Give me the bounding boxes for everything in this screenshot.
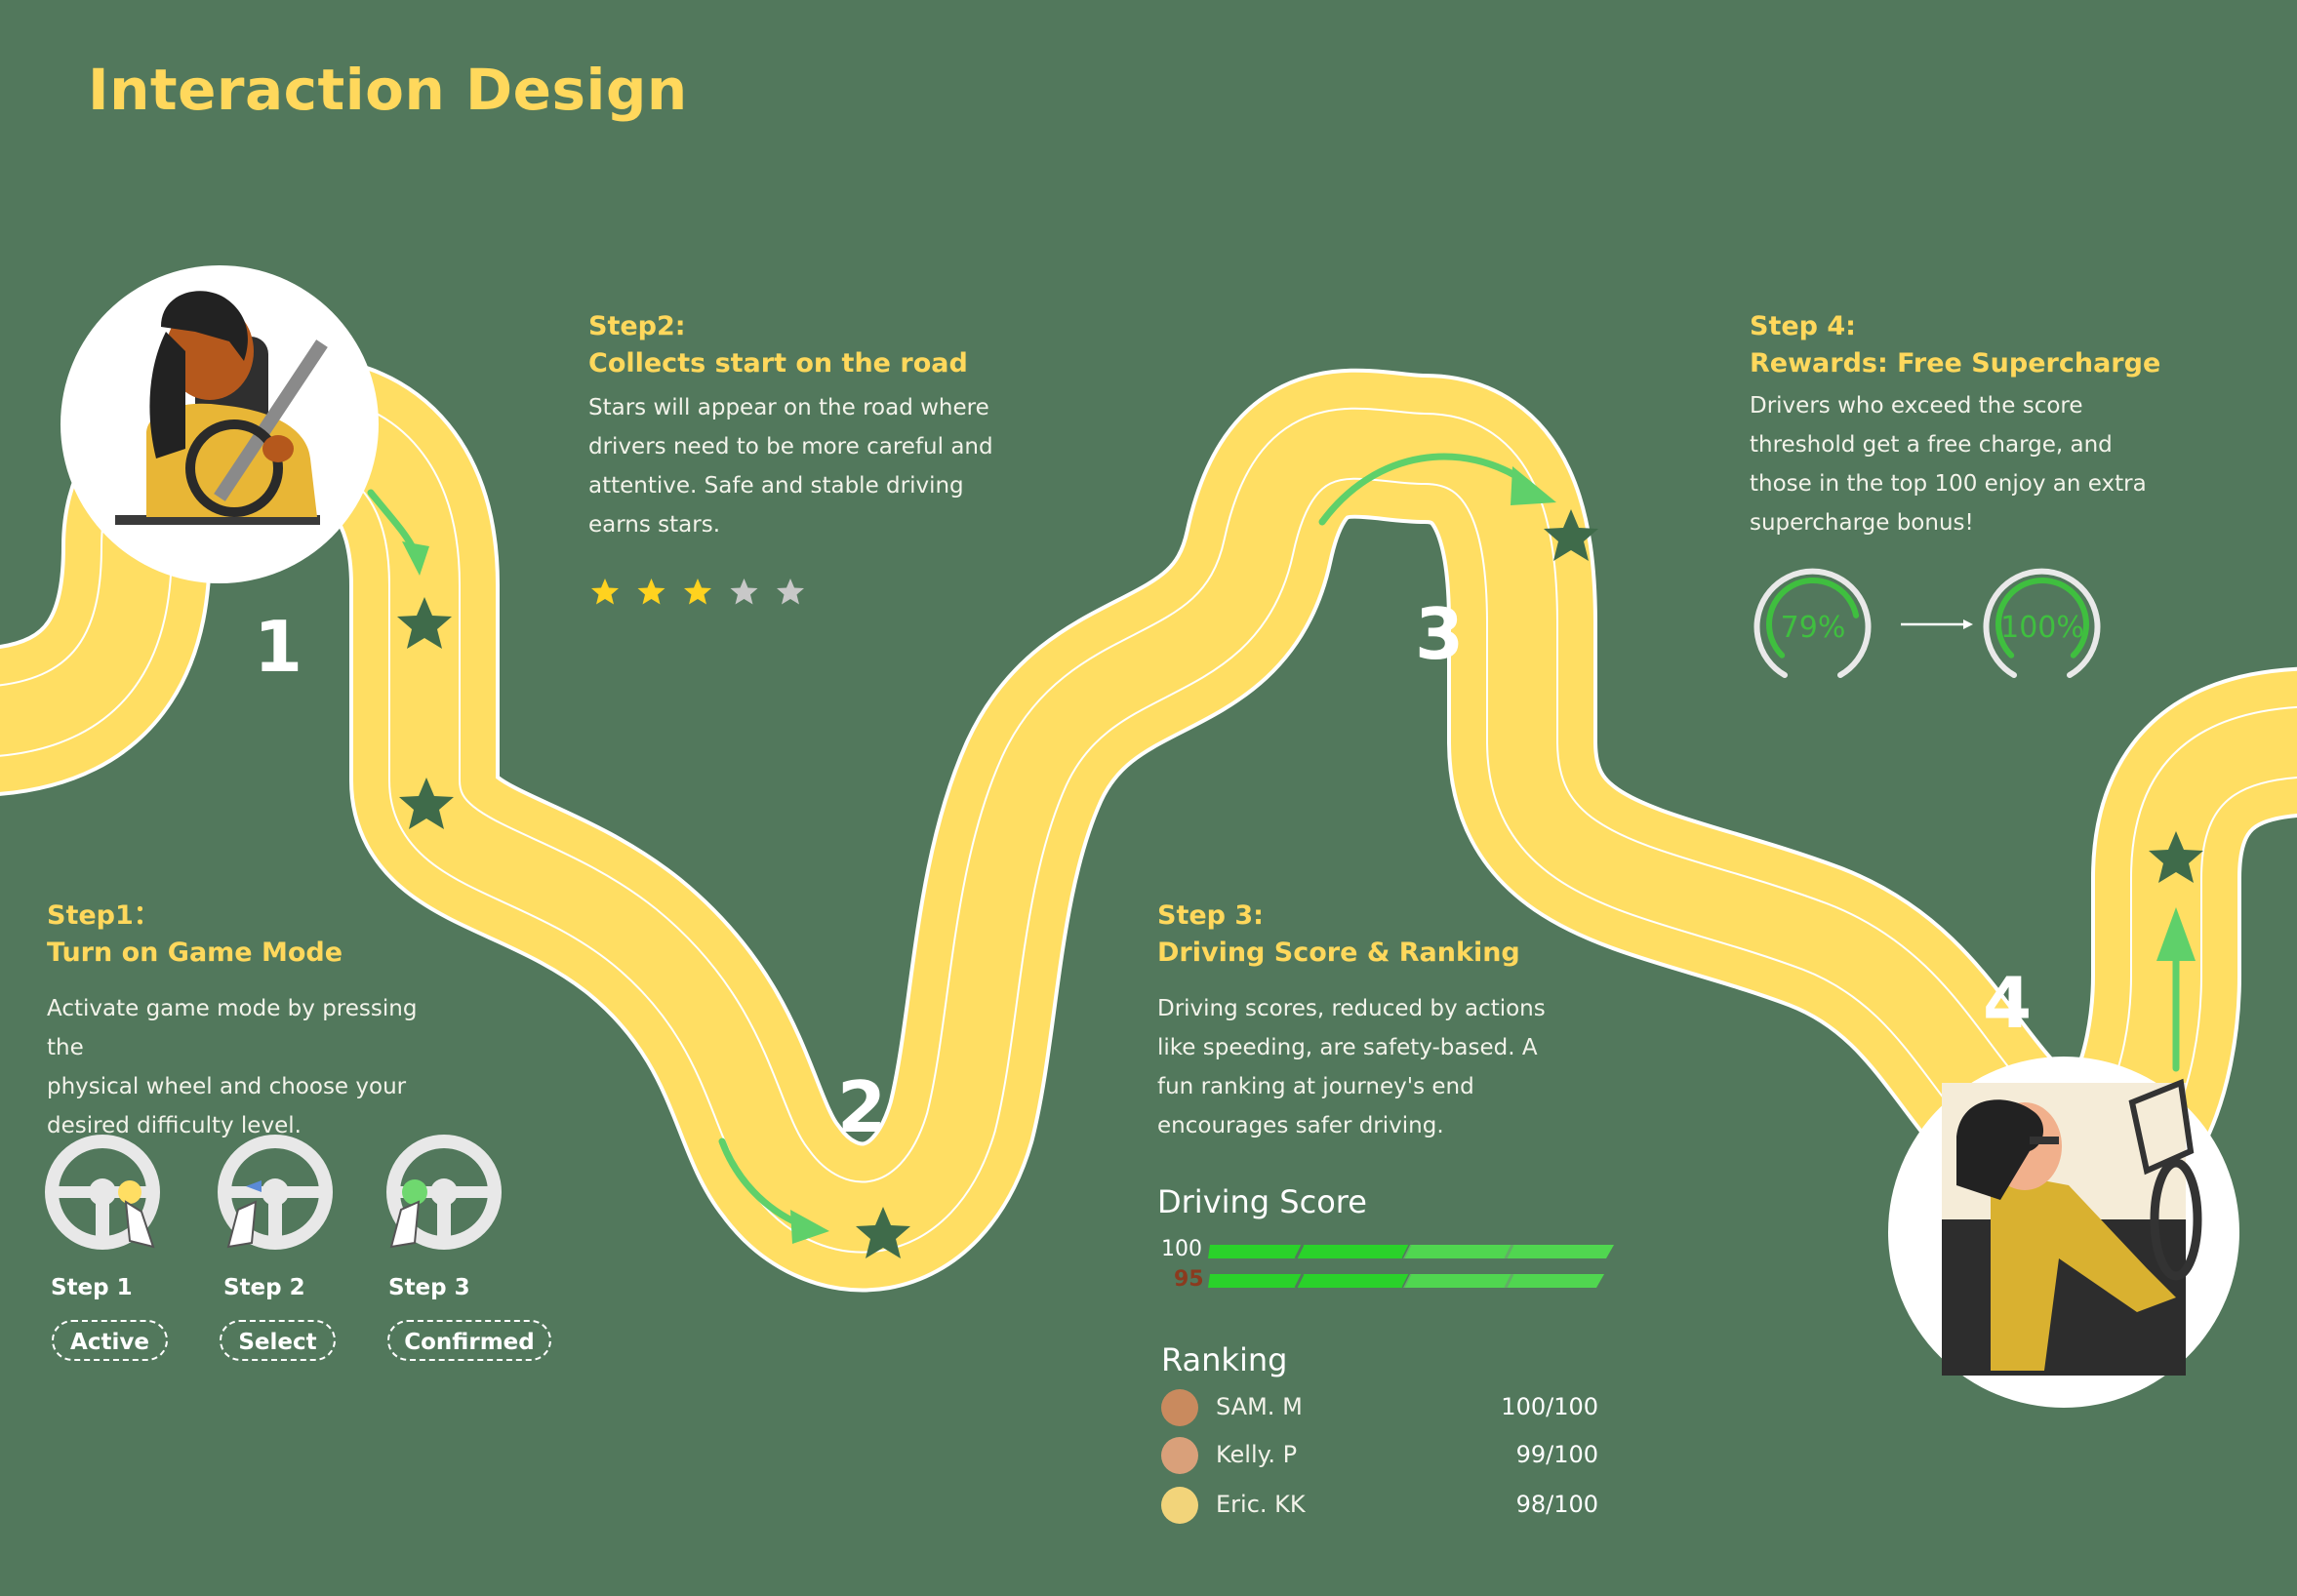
gauge-from-label: 79% (1781, 611, 1846, 645)
rating-stars (591, 579, 804, 605)
direction-arrows (367, 453, 2196, 1244)
page-title: Interaction Design (88, 57, 688, 123)
steering-wheels (45, 1135, 502, 1250)
avatar (1161, 1487, 1198, 1524)
step1-heading-1: Step1： (47, 900, 160, 931)
gauge-to-label: 100% (2000, 611, 2084, 645)
step4-body-line: those in the top 100 enjoy an extra (1750, 471, 2147, 497)
badge-active[interactable]: Active (52, 1320, 168, 1361)
driver-illustration-1 (60, 265, 379, 583)
rank-name: Kelly. P (1216, 1441, 1298, 1468)
ranking-title: Ranking (1161, 1341, 1288, 1378)
step1-heading-2: Turn on Game Mode (47, 938, 343, 968)
avatar (1161, 1389, 1198, 1426)
score-current-label: 95 (1174, 1267, 1204, 1292)
step2-heading-1: Step2: (588, 311, 686, 341)
driving-score-title: Driving Score (1157, 1183, 1367, 1220)
star-icon (397, 597, 452, 649)
star-filled-icon (684, 579, 711, 605)
step3-heading-1: Step 3: (1157, 900, 1264, 931)
step3-body-line: like speeding, are safety-based. A (1157, 1035, 1538, 1060)
driving-score-bars (1208, 1244, 1614, 1289)
step-number-4: 4 (1983, 962, 2032, 1044)
step1-body-line: physical wheel and choose your (47, 1074, 407, 1099)
step2-body-line: earns stars. (588, 512, 721, 538)
step4-body-line: threshold get a free charge, and (1750, 432, 2113, 458)
step2-body: Stars will appear on the road where driv… (588, 388, 1057, 544)
steering-wheel-icon (45, 1135, 160, 1250)
step3-body-line: fun ranking at journey's end (1157, 1074, 1474, 1099)
star-icon (399, 778, 454, 829)
step4-body-line: Drivers who exceed the score (1750, 393, 2083, 419)
steering-wheel-icon (386, 1135, 502, 1250)
step4-body-line: supercharge bonus! (1750, 510, 1974, 536)
gauge-to-track (1983, 568, 2101, 678)
arrow-2 (718, 1137, 804, 1228)
step3-body: Driving scores, reduced by actions like … (1157, 989, 1616, 1145)
step-number-2: 2 (837, 1066, 886, 1148)
charge-gauges: 79% 100% (1753, 568, 2101, 678)
step2-text: Step2: Collects start on the road Stars … (588, 308, 1057, 544)
score-max-label: 100 (1161, 1237, 1202, 1261)
arrow-3 (1318, 453, 1531, 526)
step1-body-line: Activate game mode by pressing the (47, 996, 418, 1060)
step2-body-line: attentive. Safe and stable driving (588, 473, 964, 499)
step3-heading-2: Driving Score & Ranking (1157, 938, 1520, 968)
driver-illustration-2 (1888, 1057, 2239, 1408)
gauge-from-track (1753, 568, 1872, 678)
avatar (1161, 1437, 1198, 1474)
star-icon (1544, 509, 1598, 561)
badge-select[interactable]: Select (220, 1320, 336, 1361)
step4-heading-2: Rewards: Free Supercharge (1750, 348, 2161, 379)
gauge-to-fill (1995, 577, 2089, 658)
step4-text: Step 4: Rewards: Free Supercharge Driver… (1750, 308, 2257, 542)
wheel-step-label-1: Step 1 (51, 1275, 133, 1300)
badge-confirmed[interactable]: Confirmed (387, 1320, 551, 1361)
step-numbers: 1 2 3 4 (254, 593, 2032, 1148)
step1-body: Activate game mode by pressing the physi… (47, 989, 457, 1145)
rank-name: SAM. M (1216, 1393, 1303, 1420)
ranking-row-1: SAM. M 100/100 (1161, 1389, 1598, 1428)
ranking-row-2: Kelly. P 99/100 (1161, 1437, 1598, 1476)
step1-body-line: desired difficulty level. (47, 1113, 302, 1138)
step4-body: Drivers who exceed the score threshold g… (1750, 386, 2257, 542)
rank-score: 98/100 (1515, 1491, 1598, 1518)
step2-heading-2: Collects start on the road (588, 348, 968, 379)
winding-road (0, 354, 2297, 1293)
star-icon (2149, 831, 2203, 883)
rank-score: 99/100 (1515, 1441, 1598, 1468)
step-number-1: 1 (254, 606, 302, 688)
gauge-from-fill (1766, 577, 1860, 658)
star-filled-icon (637, 579, 665, 605)
step3-body-line: encourages safer driving. (1157, 1113, 1444, 1138)
wheel-step-label-3: Step 3 (388, 1275, 470, 1300)
steering-wheel-icon (218, 1135, 333, 1250)
road-stars (397, 509, 2203, 1258)
step-number-3: 3 (1415, 593, 1464, 675)
rank-name: Eric. KK (1216, 1491, 1306, 1518)
rank-score: 100/100 (1501, 1393, 1598, 1420)
star-empty-icon (730, 579, 758, 605)
star-empty-icon (777, 579, 804, 605)
step4-heading-1: Step 4: (1750, 311, 1856, 341)
step2-body-line: drivers need to be more careful and (588, 434, 993, 459)
wheel-step-label-2: Step 2 (223, 1275, 305, 1300)
star-icon (856, 1207, 910, 1258)
step2-body-line: Stars will appear on the road where (588, 395, 989, 420)
step3-text: Step 3: Driving Score & Ranking Driving … (1157, 898, 1616, 1145)
step3-body-line: Driving scores, reduced by actions (1157, 996, 1546, 1021)
star-filled-icon (591, 579, 619, 605)
ranking-row-3: Eric. KK 98/100 (1161, 1487, 1598, 1526)
step1-text: Step1： Turn on Game Mode Activate game m… (47, 898, 457, 1145)
